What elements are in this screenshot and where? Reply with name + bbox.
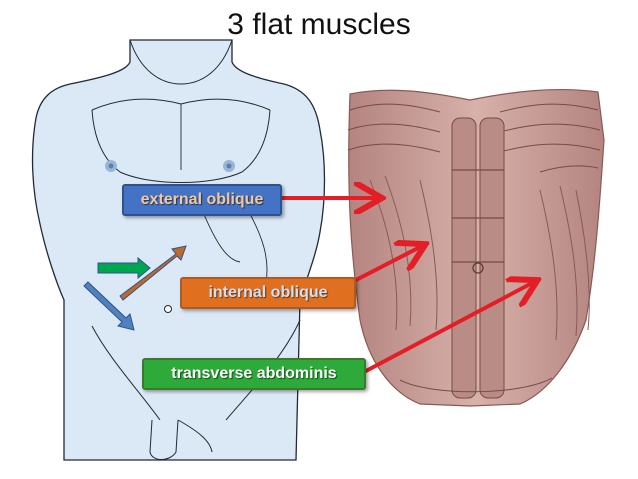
label-external-oblique: external oblique xyxy=(122,184,282,216)
muscle-illustration xyxy=(347,88,605,407)
navel xyxy=(164,305,172,313)
slide-title: 3 flat muscles xyxy=(227,8,411,41)
orange-arrow-icon xyxy=(119,245,187,301)
pointer-arrows xyxy=(280,198,534,374)
label-internal-oblique: internal oblique xyxy=(180,277,356,309)
green-arrow-icon xyxy=(97,256,151,280)
blue-arrow-icon xyxy=(83,281,135,331)
label-transverse-abdominis: transverse abdominis xyxy=(142,358,366,390)
pointer-arrow-transverse xyxy=(363,282,534,374)
pointer-arrow-internal xyxy=(351,246,422,284)
